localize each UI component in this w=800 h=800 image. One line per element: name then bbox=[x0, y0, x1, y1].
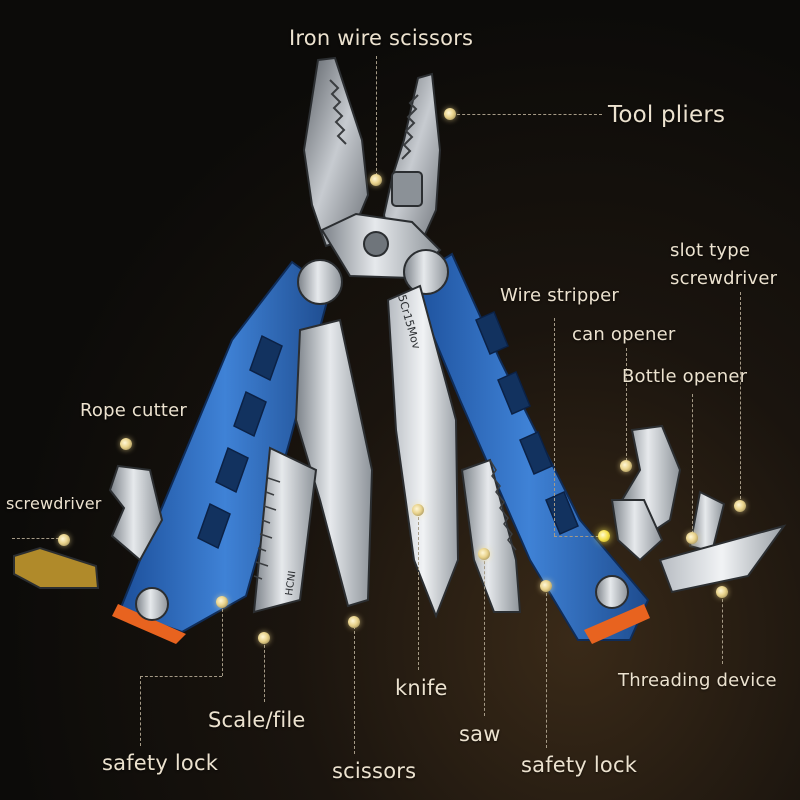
callout-dot-wire-stripper bbox=[598, 530, 610, 542]
label-saw: saw bbox=[459, 722, 501, 746]
callout-dot-tool-pliers bbox=[444, 108, 456, 120]
leader-iron-wire-scissors bbox=[376, 56, 377, 176]
leader-scale-file bbox=[264, 640, 265, 702]
rope-cutter-tool bbox=[108, 464, 164, 562]
callout-dot-scissors bbox=[348, 616, 360, 628]
right-lock-ring bbox=[584, 604, 650, 644]
leader-safety-lock-right bbox=[546, 588, 547, 748]
scale-file bbox=[252, 446, 318, 614]
label-scissors: scissors bbox=[332, 759, 417, 783]
scissors-tool bbox=[294, 318, 374, 608]
leader-safety-lock-left-h bbox=[140, 676, 222, 677]
leader-threading-device bbox=[722, 594, 723, 664]
label-screwdriver: screwdriver bbox=[6, 494, 102, 513]
leader-bottle-opener-v bbox=[692, 394, 693, 534]
right-pivot-rivet bbox=[403, 249, 449, 295]
label-rope-cutter: Rope cutter bbox=[80, 400, 188, 421]
leader-slot-screwdriver bbox=[740, 292, 741, 504]
tool-fan bbox=[13, 284, 787, 619]
leader-safety-lock-left bbox=[140, 676, 141, 746]
right-handle-cutouts bbox=[475, 311, 579, 535]
leader-knife bbox=[418, 512, 419, 670]
leader-scissors bbox=[354, 626, 355, 754]
left-lock-ring bbox=[112, 604, 186, 644]
leader-safety-lock-left-top bbox=[222, 604, 223, 676]
jaw-teeth-right bbox=[401, 94, 419, 160]
left-handle-cutouts bbox=[197, 334, 283, 550]
leader-tool-pliers bbox=[452, 114, 602, 115]
knife-blade bbox=[386, 284, 460, 619]
plier-jaws bbox=[302, 56, 442, 280]
leader-wire-stripper-h bbox=[554, 536, 604, 537]
callout-dot-screwdriver bbox=[58, 534, 70, 546]
scale-ticks bbox=[253, 477, 281, 580]
callout-dot-safety-lock-right bbox=[540, 580, 552, 592]
leader-can-opener bbox=[626, 348, 627, 466]
jaw-teeth-left bbox=[329, 79, 347, 145]
brand-engraving: HCNI bbox=[284, 570, 298, 596]
wire-cutter-notch bbox=[391, 171, 423, 207]
screwdriver-bit bbox=[13, 546, 100, 589]
left-pivot-rivet bbox=[297, 259, 343, 305]
label-slot-type-line1: slot type bbox=[670, 240, 751, 261]
label-tool-pliers: Tool pliers bbox=[608, 102, 726, 128]
pivot-hole bbox=[363, 231, 389, 257]
callout-dot-scale-file bbox=[258, 632, 270, 644]
label-safety-lock-left: safety lock bbox=[102, 751, 219, 775]
label-bottle-opener: Bottle opener bbox=[622, 366, 748, 387]
leader-screwdriver bbox=[12, 538, 64, 539]
callout-dot-knife bbox=[412, 504, 424, 516]
leader-saw bbox=[484, 556, 485, 716]
saw-teeth bbox=[489, 459, 517, 551]
label-threading-device: Threading device bbox=[618, 670, 777, 691]
label-iron-wire-scissors: Iron wire scissors bbox=[289, 26, 474, 50]
callout-dot-can-opener bbox=[620, 460, 632, 472]
leader-wire-stripper bbox=[554, 318, 555, 536]
left-handle-rivet bbox=[135, 587, 169, 621]
callout-dot-saw bbox=[478, 548, 490, 560]
callout-dot-slot-screwdriver bbox=[734, 500, 746, 512]
label-knife: knife bbox=[395, 676, 448, 700]
right-handle bbox=[403, 249, 650, 644]
threading-device-tool bbox=[658, 524, 787, 594]
callout-dot-iron-wire-scissors bbox=[370, 174, 382, 186]
label-wire-stripper: Wire stripper bbox=[500, 285, 619, 306]
callout-dot-threading-device bbox=[716, 586, 728, 598]
label-slot-type-line2: screwdriver bbox=[670, 268, 778, 289]
callout-dot-rope-cutter bbox=[120, 438, 132, 450]
right-handle-rivet bbox=[595, 575, 629, 609]
callout-dot-bottle-opener bbox=[686, 532, 698, 544]
label-safety-lock-right: safety lock bbox=[521, 753, 638, 777]
label-can-opener: can opener bbox=[572, 324, 676, 345]
can-opener-tool bbox=[610, 499, 664, 562]
callout-dot-safety-lock-left bbox=[216, 596, 228, 608]
label-scale-file: Scale/file bbox=[208, 708, 306, 732]
